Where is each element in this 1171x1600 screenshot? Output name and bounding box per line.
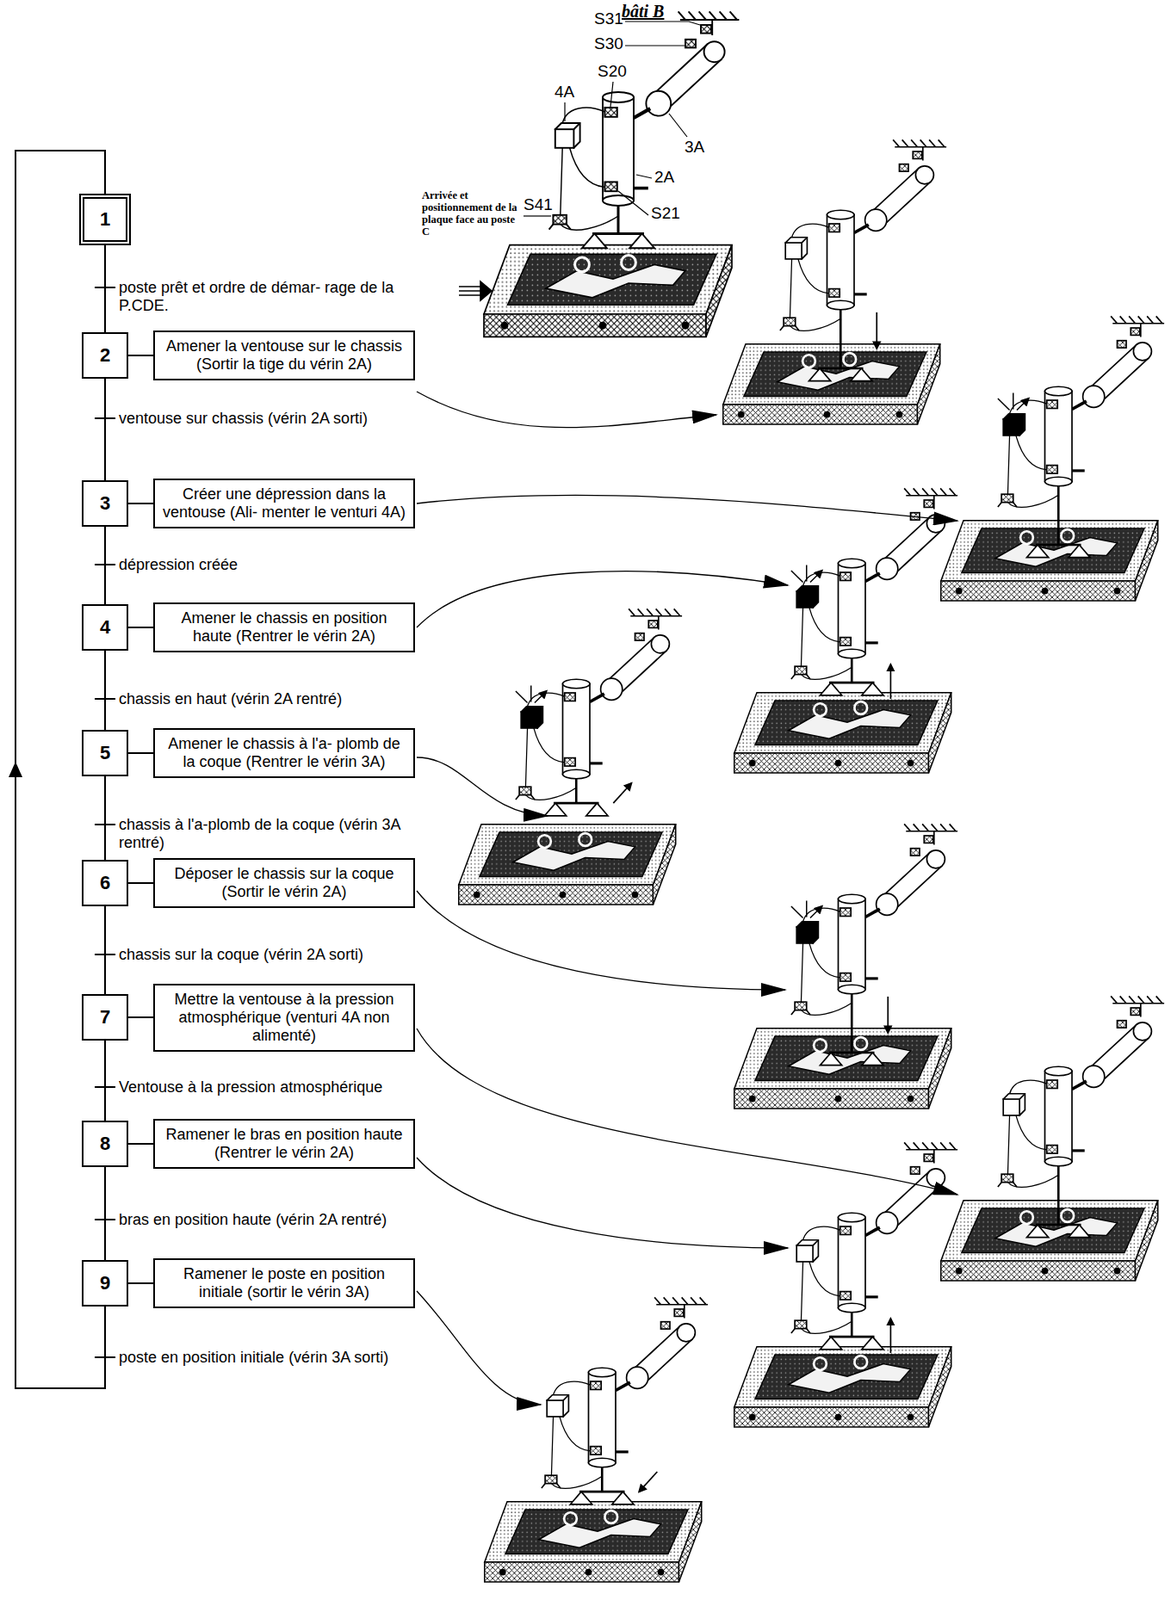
- station-figure: [941, 996, 1165, 1282]
- station-figure: [723, 139, 947, 425]
- step-box: 7: [81, 994, 129, 1041]
- arrival-arrow: [458, 281, 492, 301]
- transition-condition: poste en position initiale (vérin 3A sor…: [118, 1349, 403, 1368]
- step-link: [94, 776, 116, 861]
- arrow-head: [8, 762, 23, 778]
- action-link: [128, 502, 154, 505]
- action-link: [128, 626, 154, 629]
- step-box: 8: [81, 1121, 129, 1168]
- step-link: [94, 1040, 116, 1122]
- action-text: Déposer le chassis sur la coque (Sortir …: [161, 865, 407, 902]
- action-text: Amener le chassis à l'a- plomb de la coq…: [161, 735, 407, 772]
- station-figure: [734, 488, 958, 774]
- station-figure: [483, 11, 739, 337]
- action-link: [128, 1143, 154, 1146]
- transition-condition: bras en position haute (vérin 2A rentré): [118, 1211, 403, 1230]
- leader-lines: [523, 21, 701, 217]
- station-figure: [484, 1297, 708, 1583]
- action-box: Mettre la ventouse à la pression atmosph…: [153, 984, 416, 1053]
- action-text: Amener le chassis en position haute (Ren…: [161, 609, 407, 646]
- station-figure: [734, 824, 958, 1110]
- step-number: 8: [99, 1133, 111, 1155]
- step-box: 6: [81, 860, 129, 907]
- station-figure: [941, 315, 1165, 601]
- action-link: [128, 882, 154, 885]
- transition-condition: chassis en haut (vérin 2A rentré): [118, 690, 403, 709]
- action-box: Ramener le bras en position haute (Rentr…: [153, 1119, 416, 1170]
- step-box: 5: [81, 730, 129, 777]
- transition-condition: chassis sur la coque (vérin 2A sorti): [118, 946, 403, 965]
- component-label: 3A: [684, 138, 705, 156]
- action-box: Amener le chassis à l'a- plomb de la coq…: [153, 728, 416, 779]
- step-link: [94, 650, 116, 731]
- action-link: [128, 752, 154, 755]
- step-box: 2: [81, 332, 129, 379]
- step-link: [94, 1167, 116, 1261]
- step-number: 7: [99, 1007, 111, 1029]
- step-link: [94, 378, 116, 481]
- illustration-arrows: [416, 391, 958, 1406]
- action-text: Mettre la ventouse à la pression atmosph…: [161, 991, 407, 1046]
- step-box: 9: [81, 1260, 129, 1308]
- action-box: Amener le chassis en position haute (Ren…: [153, 602, 416, 653]
- action-box: Déposer le chassis sur la coque (Sortir …: [153, 858, 416, 909]
- action-link: [128, 354, 154, 357]
- action-box: Ramener le poste en position initiale (s…: [153, 1258, 416, 1309]
- note-text: Arrivée et positionnement de la plaque f…: [421, 189, 519, 238]
- sensor-label: S30: [594, 35, 624, 53]
- transition-condition: chassis à l'a-plomb de la coque (vérin 3…: [118, 816, 403, 853]
- component-label: 4A: [554, 83, 575, 101]
- frame-label: bâti B: [621, 1, 664, 21]
- action-box: Amener la ventouse sur le chassis (Sorti…: [153, 330, 416, 381]
- step-number: 5: [99, 743, 111, 764]
- step-number: 6: [99, 873, 111, 894]
- plate-figure: [458, 824, 676, 905]
- step-number: 1: [99, 209, 111, 230]
- step-box: 4: [81, 604, 129, 651]
- action-text: Ramener le bras en position haute (Rentr…: [161, 1126, 407, 1163]
- initial-step-box: 1: [79, 193, 131, 246]
- component-label: 2A: [654, 168, 675, 186]
- sensor-label: S21: [650, 204, 681, 223]
- sensor-label: S31: [594, 10, 624, 28]
- sensor-label: S20: [597, 62, 627, 81]
- action-text: Ramener le poste en position initiale (s…: [161, 1265, 407, 1302]
- step-number: 3: [99, 493, 111, 515]
- step-link: [94, 245, 116, 333]
- station-figure: [734, 1142, 958, 1428]
- action-link: [128, 1282, 154, 1285]
- station-figure: [515, 608, 682, 816]
- action-text: Créer une dépression dans la ventouse (A…: [161, 485, 407, 522]
- step-link: [94, 906, 116, 995]
- transition-condition: dépression créée: [118, 556, 403, 575]
- step-number: 2: [99, 345, 111, 366]
- step-number: 4: [99, 617, 111, 639]
- transition-condition: ventouse sur chassis (vérin 2A sorti): [118, 409, 403, 428]
- action-text: Amener la ventouse sur le chassis (Sorti…: [161, 337, 407, 374]
- transition-condition: Ventouse à la pression atmosphérique: [118, 1078, 403, 1097]
- step-box: 3: [81, 480, 129, 527]
- action-box: Créer une dépression dans la ventouse (A…: [153, 478, 416, 529]
- action-link: [128, 1016, 154, 1019]
- transition-condition: poste prêt et ordre de démar- rage de la…: [118, 278, 403, 316]
- sensor-label: S41: [523, 196, 553, 214]
- step-number: 9: [99, 1273, 111, 1295]
- step-link: [94, 526, 116, 605]
